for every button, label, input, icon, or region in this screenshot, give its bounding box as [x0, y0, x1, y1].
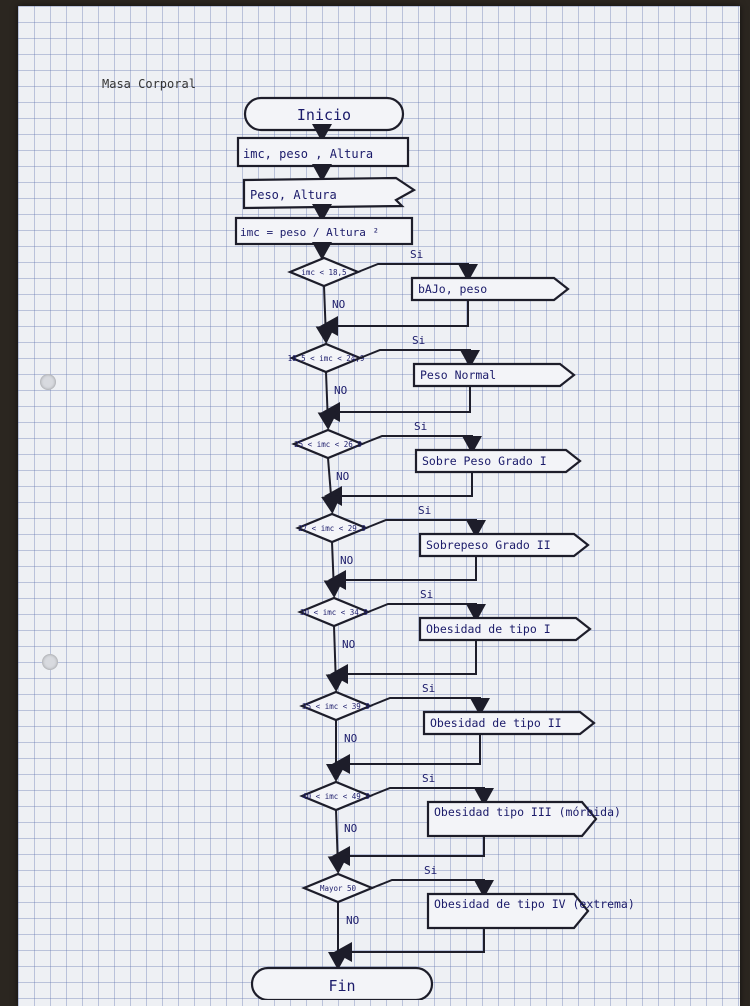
merge-line	[320, 300, 469, 336]
no-label: NO	[344, 822, 357, 835]
output-text: Obesidad tipo III (mórbida)	[434, 805, 621, 819]
yes-branch-line	[359, 349, 480, 368]
yes-label: Si	[420, 588, 433, 601]
no-label: NO	[340, 554, 353, 567]
yes-label: Si	[412, 334, 425, 347]
yes-branch-line	[357, 263, 478, 282]
no-label: NO	[342, 638, 355, 651]
end-node: Fin	[250, 966, 434, 1000]
input-box: Peso, Altura	[242, 176, 417, 210]
output-box	[410, 276, 570, 302]
yes-label: Si	[414, 420, 427, 433]
no-branch-line	[317, 371, 338, 430]
yes-branch-line	[361, 435, 482, 454]
no-branch-line	[323, 541, 344, 598]
declaration-box: imc, peso , Altura	[236, 136, 410, 168]
merge-line	[322, 386, 471, 422]
yes-label: Si	[422, 772, 435, 785]
output-text: bAJo, peso	[418, 282, 487, 296]
binder-hole-bottom	[42, 654, 58, 670]
merge-line	[332, 734, 481, 774]
merge-line	[324, 472, 473, 506]
output-box	[414, 448, 582, 474]
binder-hole-top	[40, 374, 56, 390]
no-branch-line	[315, 285, 336, 344]
decision-condition: Mayor 50	[320, 884, 357, 893]
decision-condition: 25 < imc < 26,9	[294, 440, 362, 449]
output-text: Sobre Peso Grado I	[422, 454, 547, 468]
merge-line	[334, 928, 485, 962]
input-text: Peso, Altura	[250, 188, 337, 202]
yes-branch-line	[371, 879, 494, 898]
output-box	[422, 710, 596, 736]
no-branch-line	[325, 625, 346, 692]
yes-label: Si	[424, 864, 437, 877]
end-label: Fin	[328, 977, 355, 995]
no-label: NO	[334, 384, 347, 397]
output-box	[418, 532, 590, 558]
output-text: Peso Normal	[420, 368, 496, 382]
output-text: Obesidad de tipo IV (extrema)	[434, 897, 635, 911]
declaration-text: imc, peso , Altura	[243, 147, 373, 161]
no-label: NO	[344, 732, 357, 745]
start-node: Inicio	[243, 96, 405, 132]
output-box	[426, 892, 590, 930]
decision-condition: 18,5 < imc < 24,9	[288, 354, 365, 363]
yes-branch-line	[365, 519, 486, 538]
no-branch-line	[327, 809, 348, 874]
no-label: NO	[336, 470, 349, 483]
output-text: Obesidad de tipo I	[426, 622, 551, 636]
start-label: Inicio	[297, 106, 351, 124]
formula-box: imc = peso / Altura ²	[234, 216, 414, 246]
notebook-page	[18, 6, 740, 1006]
decision-condition: 35 < imc < 39,9	[302, 702, 370, 711]
no-label: NO	[346, 914, 359, 927]
yes-label: Si	[422, 682, 435, 695]
yes-branch-line	[369, 787, 494, 806]
output-box	[418, 616, 592, 642]
formula-text: imc = peso / Altura ²	[240, 226, 379, 239]
no-branch-line	[321, 457, 342, 514]
output-text: Sobrepeso Grado II	[426, 538, 551, 552]
decision-condition: 27 < imc < 29,9	[298, 524, 366, 533]
no-label: NO	[332, 298, 345, 311]
page-title: Masa Corporal	[102, 77, 196, 91]
yes-branch-line	[369, 697, 490, 716]
yes-label: Si	[410, 248, 423, 261]
output-box	[426, 800, 598, 838]
merge-line	[330, 640, 477, 684]
merge-line	[328, 556, 477, 590]
output-box	[412, 362, 576, 388]
decision-condition: imc < 18,5	[301, 268, 346, 277]
yes-branch-line	[367, 603, 486, 622]
yes-label: Si	[418, 504, 431, 517]
merge-line	[332, 836, 485, 866]
decision-condition: 40 < imc < 49,9	[302, 792, 370, 801]
decision-condition: 30 < imc < 34,9	[300, 608, 368, 617]
output-text: Obesidad de tipo II	[430, 716, 562, 730]
